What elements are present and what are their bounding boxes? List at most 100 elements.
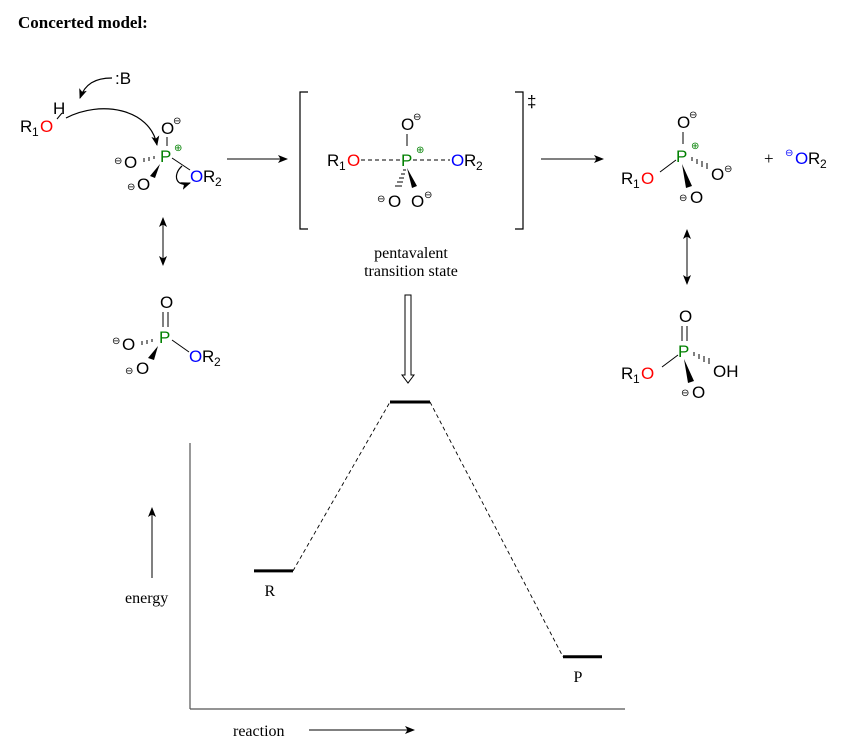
res-left-top-oxygen: O xyxy=(160,293,173,312)
minus-charge: ⊖ xyxy=(679,193,687,204)
energy-levels: RP xyxy=(254,400,602,686)
minus-charge: ⊖ xyxy=(413,112,421,123)
hashed-bond xyxy=(693,352,710,364)
hashed-bond xyxy=(691,157,708,169)
nucleophile-R: R xyxy=(20,117,32,136)
res-left-left-oxygen: O xyxy=(122,335,135,354)
reactant-left-oxygen: O xyxy=(124,153,137,172)
bond-P-OR1 xyxy=(659,159,677,173)
bond-P-OR2 xyxy=(171,157,191,171)
product-top-oxygen: O xyxy=(677,113,690,132)
res-right-R1-subscript: 1 xyxy=(633,372,640,386)
curved-arrow-base-to-H xyxy=(79,77,113,99)
minus-charge: ⊖ xyxy=(377,194,385,205)
ts-bottom-left-oxygen: O xyxy=(388,192,401,211)
leaving-R-subscript: 2 xyxy=(215,175,222,189)
hydrogen-label: H xyxy=(53,99,65,118)
product-R1: R xyxy=(621,169,633,188)
energy-diagram: energy reaction RP xyxy=(125,400,625,740)
energy-connector xyxy=(429,401,564,658)
plus-sign: + xyxy=(764,149,774,168)
minus-charge: ⊖ xyxy=(424,190,432,201)
wedge-bond xyxy=(407,168,417,188)
res-left-R-subscript: 2 xyxy=(214,355,221,369)
reactant-top-oxygen: O xyxy=(161,119,174,138)
hashed-bond xyxy=(395,169,406,187)
ts-bottom-right-oxygen: O xyxy=(411,192,424,211)
res-right-bottom-oxygen: O xyxy=(692,383,705,402)
product-phosphorus: P xyxy=(676,147,687,166)
hashed-bond xyxy=(143,156,155,162)
minus-charge: ⊖ xyxy=(173,116,181,127)
curved-arrow-O-to-P xyxy=(65,108,160,146)
bond-P-OR2 xyxy=(171,339,190,353)
ts-R2: R xyxy=(464,151,476,170)
minus-charge: ⊖ xyxy=(112,336,120,347)
energy-level-label: P xyxy=(574,669,583,686)
minus-charge: ⊖ xyxy=(689,110,697,121)
energy-level-label: R xyxy=(265,583,276,600)
minus-charge: ⊖ xyxy=(125,366,133,377)
wedge-bond xyxy=(148,346,158,360)
minus-charge: ⊖ xyxy=(785,148,793,159)
product-left-oxygen: O xyxy=(641,169,654,188)
wedge-bond xyxy=(684,359,694,383)
bond-P-OR1 xyxy=(661,354,679,368)
leaving-group-R-subscript: 2 xyxy=(820,157,827,171)
leaving-group-R: R xyxy=(808,149,820,168)
transition-state-structure: ‡ R 1 O P ⊕ O R 2 O ⊖ ⊖ O O ⊖ pentavalen… xyxy=(299,91,536,280)
plus-charge: ⊕ xyxy=(691,141,699,152)
nucleophile-R-subscript: 1 xyxy=(32,125,39,139)
ts-R1: R xyxy=(327,151,339,170)
reactant-structure: :B H R 1 O O ⊖ P ⊕ ⊖ O ⊖ O O R xyxy=(20,69,222,194)
res-left-phosphorus: P xyxy=(159,328,170,347)
leaving-oxygen: O xyxy=(190,167,203,186)
minus-charge: ⊖ xyxy=(681,388,689,399)
ts-R2-subscript: 2 xyxy=(476,159,483,173)
ts-caption-line2: transition state xyxy=(364,263,458,280)
right-resonance-structure: O P R 1 O OH ⊖ O xyxy=(621,307,739,402)
minus-charge: ⊖ xyxy=(114,156,122,167)
product-right-oxygen: O xyxy=(711,165,724,184)
res-left-right-oxygen: O xyxy=(189,347,202,366)
ts-phosphorus: P xyxy=(401,151,412,170)
product-bottom-oxygen: O xyxy=(690,188,703,207)
ts-R1-subscript: 1 xyxy=(339,159,346,173)
ts-top-oxygen: O xyxy=(401,115,414,134)
leaving-R: R xyxy=(203,167,215,186)
res-left-bottom-oxygen: O xyxy=(136,359,149,378)
ts-left-oxygen: O xyxy=(347,151,360,170)
curved-arrow-bond-to-O xyxy=(175,165,191,190)
reactant-bottom-oxygen: O xyxy=(137,175,150,194)
scheme-title: Concerted model: xyxy=(18,13,148,32)
ts-caption-line1: pentavalent xyxy=(374,245,448,262)
res-right-hydroxyl: OH xyxy=(713,362,739,381)
left-bracket xyxy=(299,91,308,230)
product-R1-subscript: 1 xyxy=(633,177,640,191)
nucleophile-oxygen: O xyxy=(40,117,53,136)
plus-charge: ⊕ xyxy=(416,145,424,156)
double-dagger: ‡ xyxy=(527,92,536,111)
left-resonance-structure: O P ⊖ O ⊖ O O R 2 xyxy=(112,293,221,378)
reactant-phosphorus: P xyxy=(160,147,171,166)
res-right-phosphorus: P xyxy=(678,342,689,361)
leaving-group-oxygen: O xyxy=(795,149,808,168)
minus-charge: ⊖ xyxy=(724,164,732,175)
wedge-bond xyxy=(682,164,692,188)
energy-connector xyxy=(292,401,391,572)
hashed-bond xyxy=(141,339,153,345)
product-structure: O ⊖ P ⊕ R 1 O O ⊖ ⊖ O + ⊖ O R 2 xyxy=(621,110,827,207)
ts-right-oxygen: O xyxy=(451,151,464,170)
plus-charge: ⊕ xyxy=(174,143,182,154)
minus-charge: ⊖ xyxy=(127,182,135,193)
base-label: :B xyxy=(115,69,131,88)
res-right-R1: R xyxy=(621,364,633,383)
bond-O-H xyxy=(56,112,63,120)
res-right-top-oxygen: O xyxy=(679,307,692,326)
hollow-down-arrow xyxy=(401,294,415,384)
res-right-left-oxygen: O xyxy=(641,364,654,383)
y-axis-label: energy xyxy=(125,590,168,607)
right-bracket xyxy=(515,91,524,230)
res-left-R: R xyxy=(202,347,214,366)
